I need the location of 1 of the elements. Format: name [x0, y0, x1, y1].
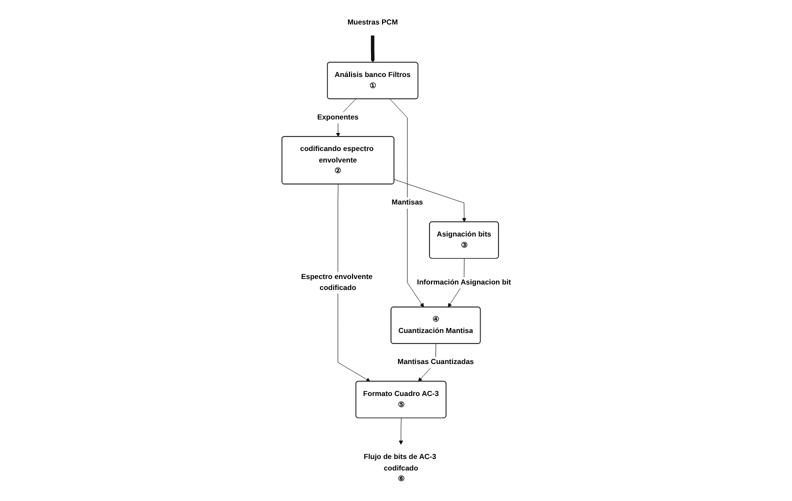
arrow [370, 34, 374, 62]
